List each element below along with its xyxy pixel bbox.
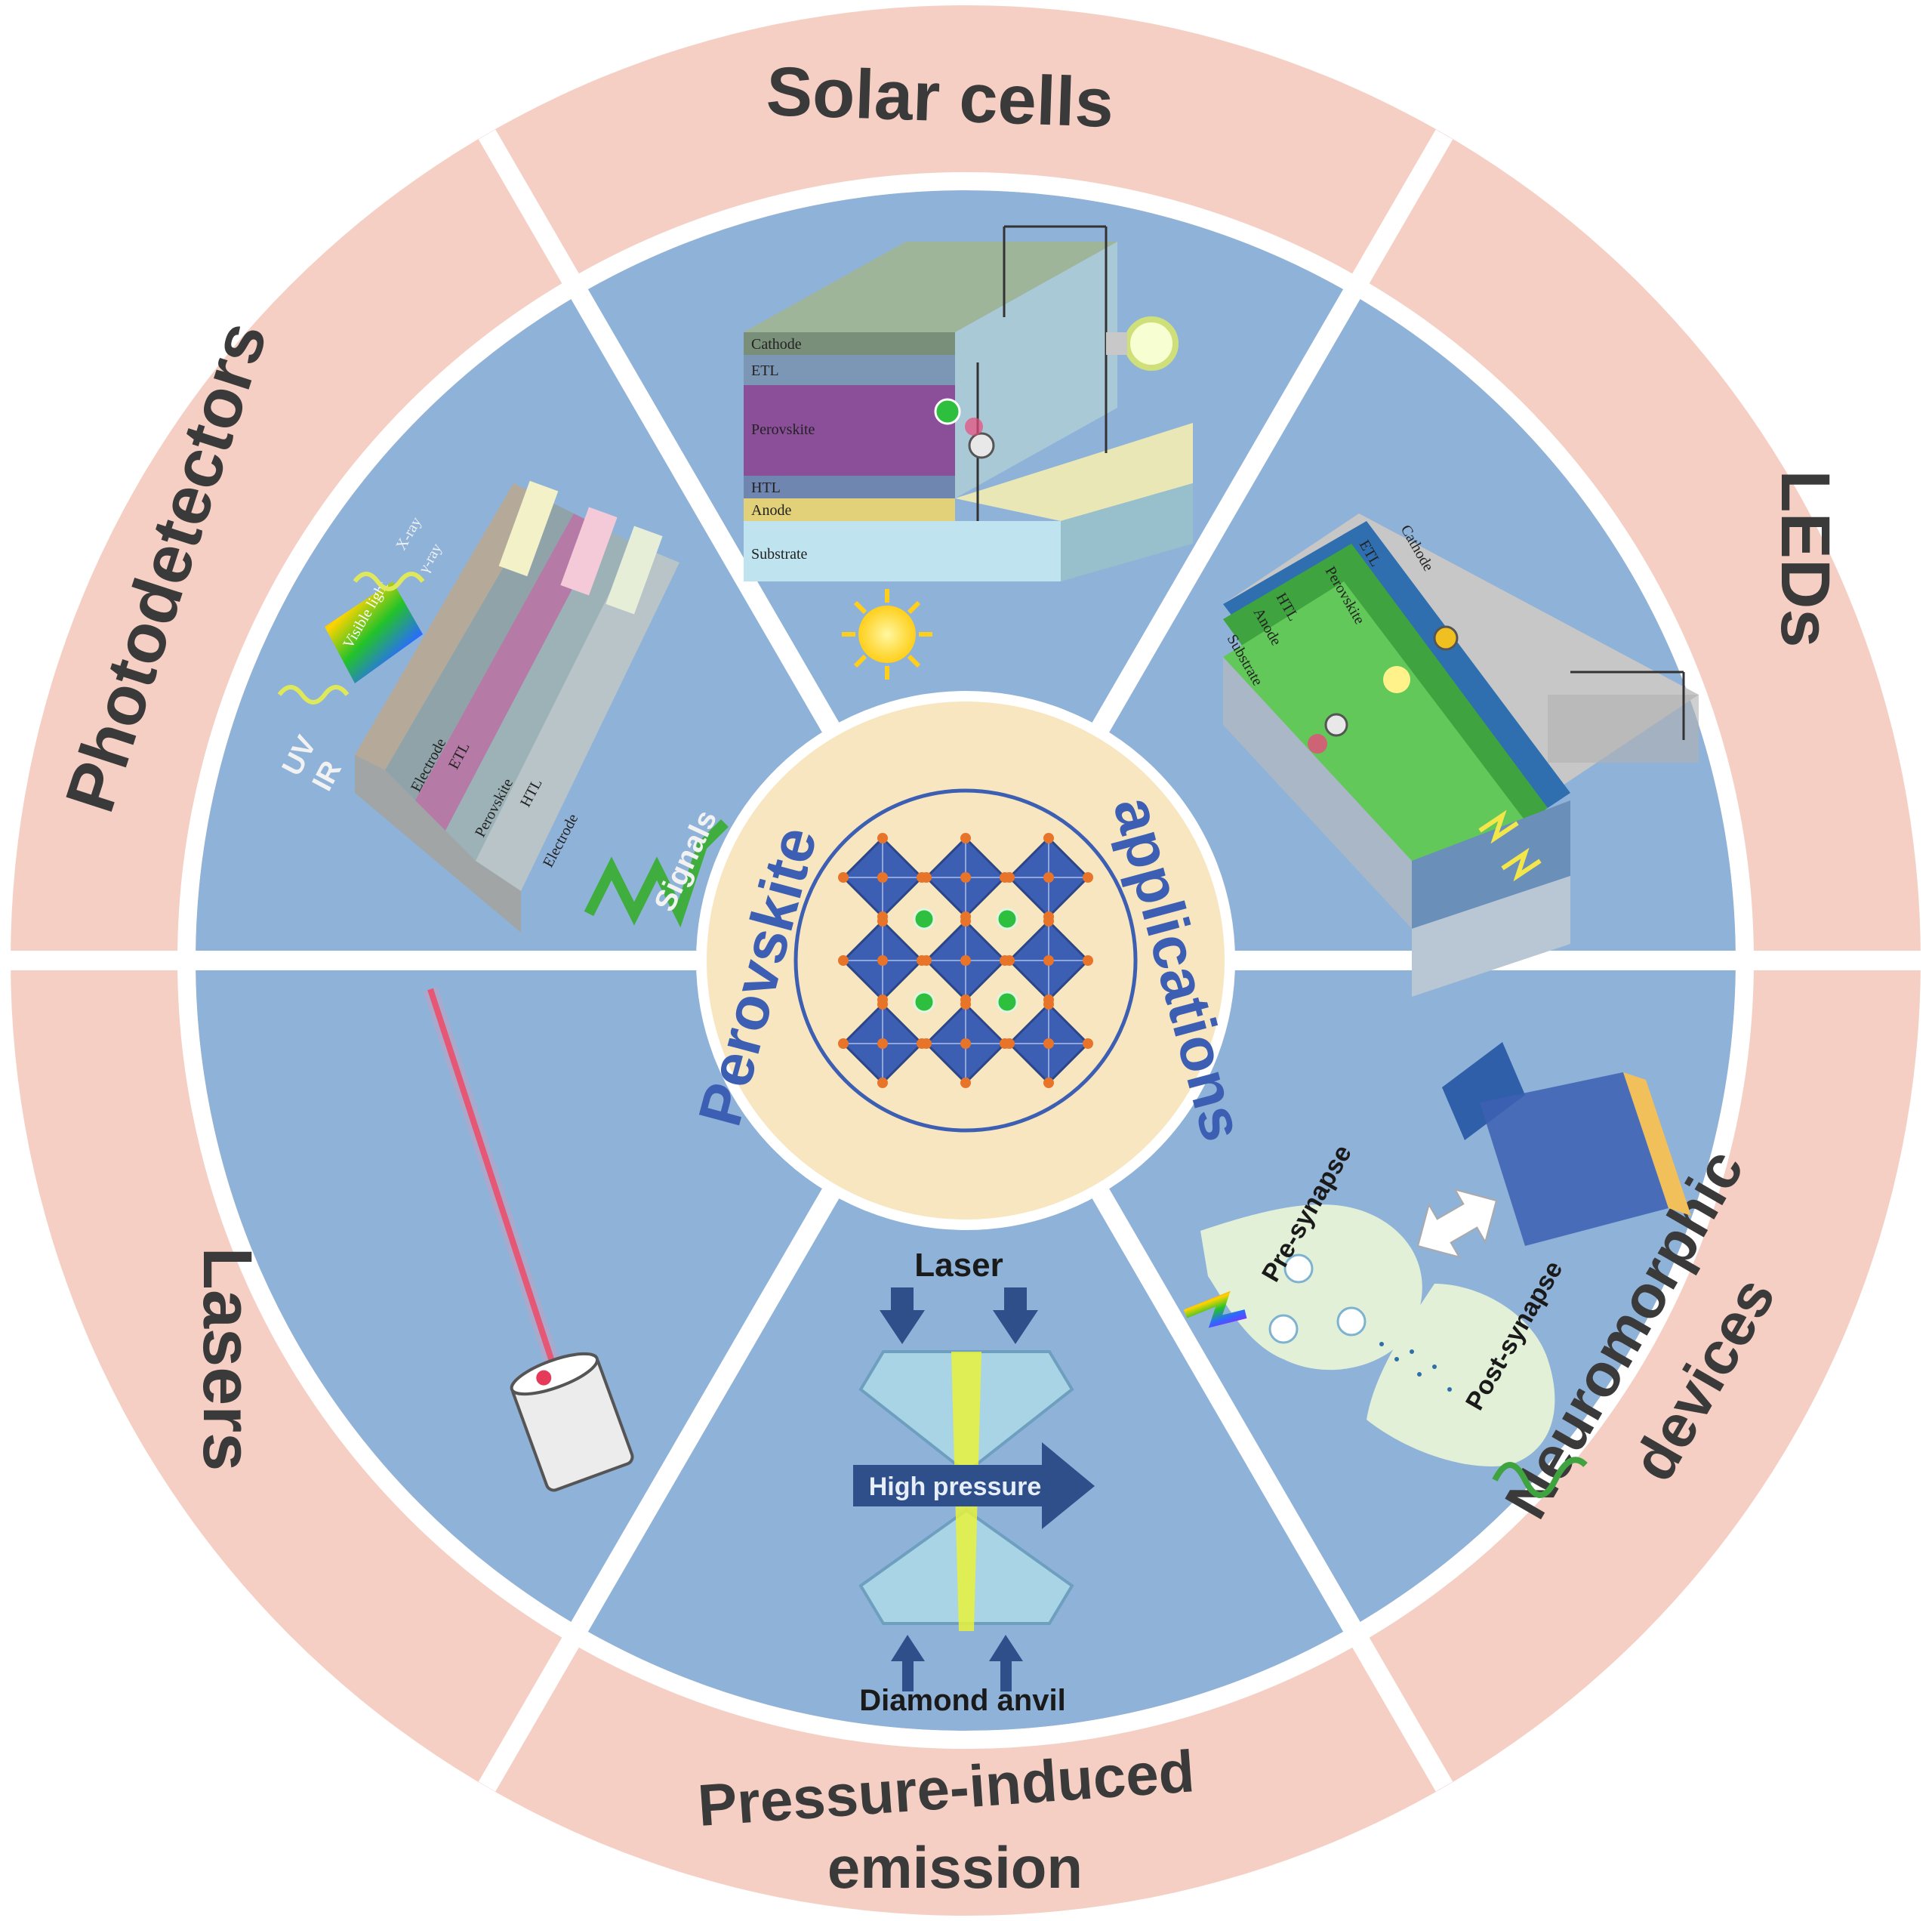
visible-light-prism — [325, 581, 423, 683]
atom — [1043, 872, 1054, 883]
atom — [960, 916, 971, 927]
atom — [1004, 955, 1015, 966]
solar-layer-perovskite: Perovskite — [751, 421, 815, 438]
diamond-anvil-label: Diamond anvil — [859, 1684, 1065, 1717]
lasers-sector: Lasers — [189, 986, 634, 1492]
atom — [877, 1078, 888, 1088]
atom — [960, 1038, 971, 1049]
atom — [921, 955, 932, 966]
synapse-crystal — [1442, 1042, 1691, 1246]
laser-arrows — [880, 1287, 1038, 1344]
post-synapse-cell — [1367, 1284, 1555, 1466]
solar-layer-etl: ETL — [751, 362, 779, 379]
atom — [838, 955, 849, 966]
atom — [921, 1038, 932, 1049]
atom — [1043, 955, 1054, 966]
photodetector-device: Electrode ETL Perovskite HTL Electrode — [355, 480, 679, 933]
solar-layer-htl: HTL — [751, 479, 781, 496]
signals-wave-icon — [584, 819, 729, 928]
sun-icon — [842, 589, 932, 680]
solar-cells-label: Solar cells — [765, 53, 1115, 142]
solar-layer-anode: Anode — [751, 502, 791, 519]
xray-wave-icon — [353, 572, 425, 591]
led-device: Cathode ETL Perovskite HTL Anode Substra… — [1223, 513, 1699, 997]
emitted-light-icon — [1478, 809, 1542, 882]
anvil-arrows — [891, 1635, 1023, 1691]
atom — [877, 1038, 888, 1049]
atom — [1043, 916, 1054, 927]
input-light-icon — [1183, 1290, 1247, 1328]
a-site-cation — [996, 908, 1018, 930]
atom — [1083, 1038, 1093, 1049]
atom — [1083, 955, 1093, 966]
laser-beam — [427, 988, 558, 1372]
leds-sector: LEDs Cathode ETL Perovskite HTL Anode Su… — [1223, 470, 1844, 997]
a-site-cation — [996, 991, 1018, 1013]
atom — [960, 872, 971, 883]
laser-pointer-icon — [510, 1352, 634, 1492]
atom — [838, 872, 849, 883]
atom — [877, 833, 888, 843]
band-separator — [177, 172, 1754, 1749]
atom — [960, 833, 971, 843]
high-pressure-label: High pressure — [869, 1472, 1042, 1501]
atom — [1043, 1038, 1054, 1049]
atom — [960, 999, 971, 1010]
atom — [921, 872, 932, 883]
laser-label: Laser — [914, 1247, 1003, 1284]
atom — [877, 872, 888, 883]
a-site-cation — [913, 908, 935, 930]
atom — [960, 1078, 971, 1088]
atom — [1043, 999, 1054, 1010]
pie-label-line2: emission — [827, 1834, 1083, 1901]
atom — [1043, 833, 1054, 843]
high-pressure-arrow: High pressure — [853, 1442, 1095, 1529]
double-arrow-icon — [1416, 1188, 1498, 1259]
solar-cell-device: Cathode ETL Perovskite HTL Anode Substra… — [744, 225, 1193, 581]
atom — [1083, 872, 1093, 883]
perovskite-lattice — [838, 833, 1093, 1088]
a-site-cation — [913, 991, 935, 1013]
leds-label: LEDs — [1767, 470, 1844, 647]
uv-wave-icon — [277, 685, 350, 705]
atom — [877, 999, 888, 1010]
pre-synapse-cell — [1200, 1204, 1422, 1371]
atom — [960, 955, 971, 966]
solar-layer-cathode: Cathode — [751, 336, 802, 353]
solar-cells-sector: Solar cells Cathode ETL Perovskite — [744, 53, 1193, 680]
atom — [1004, 872, 1015, 883]
atom — [1043, 1078, 1054, 1088]
atom — [877, 955, 888, 966]
lasers-label: Lasers — [189, 1247, 266, 1472]
center-disk: Perovskite applications — [686, 691, 1257, 1230]
atom — [838, 1038, 849, 1049]
bulb-icon — [1124, 316, 1179, 371]
atom — [1004, 1038, 1015, 1049]
output-signal-icon — [1492, 1457, 1588, 1498]
atom — [877, 916, 888, 927]
solar-layer-substrate: Substrate — [751, 546, 808, 563]
